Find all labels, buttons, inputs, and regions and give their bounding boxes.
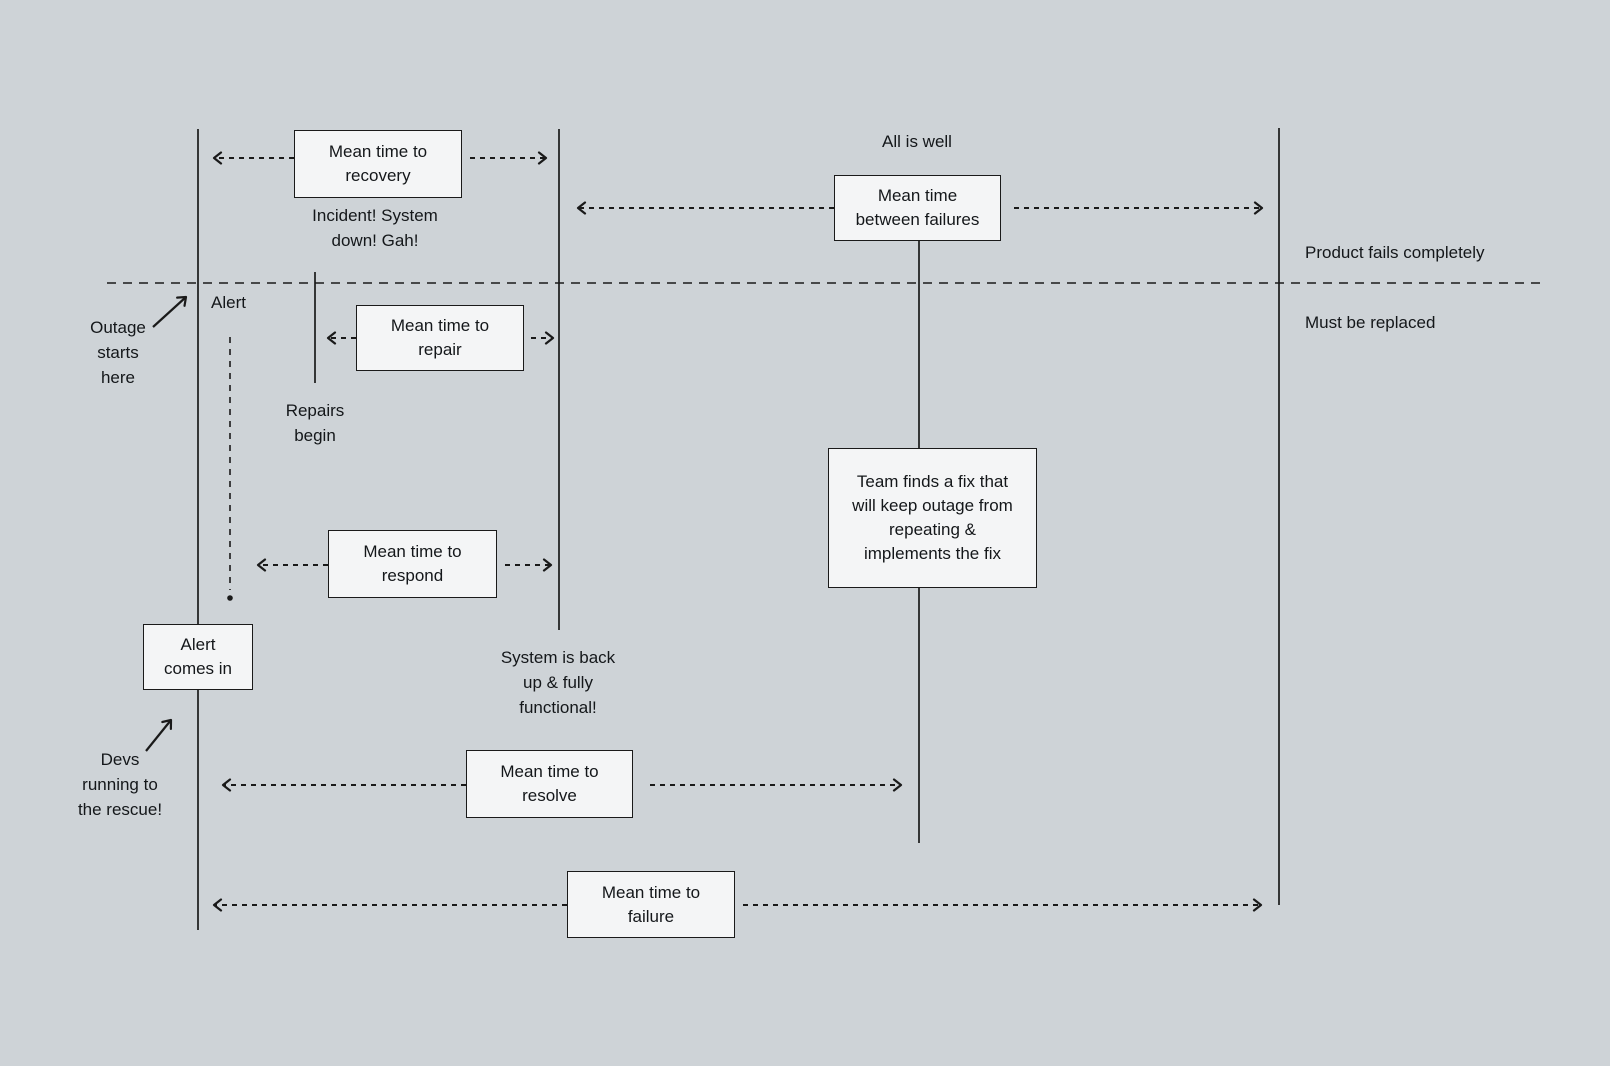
- devs-rescue-label: Devs running to the rescue!: [77, 750, 163, 819]
- outage-pointer-arrow: [152, 295, 188, 328]
- mean-time-to-failure-label: Mean time to failure: [601, 882, 701, 926]
- alert-comes-in-box: Alert comes in: [143, 624, 253, 690]
- repairs-begin-label: Repairs begin: [285, 401, 345, 445]
- system-back-up-label: System is back up & fully functional!: [500, 648, 616, 717]
- mean-time-to-failure-box: Mean time to failure: [567, 871, 735, 938]
- alert-comes-in-label: Alert comes in: [163, 635, 233, 678]
- mean-time-to-respond-box: Mean time to respond: [328, 530, 497, 598]
- alert-label: Alert: [211, 293, 246, 312]
- devs-pointer-arrow: [145, 718, 173, 752]
- mean-time-to-recovery-label: Mean time to recovery: [328, 142, 428, 185]
- must-be-replaced-label: Must be replaced: [1305, 313, 1436, 332]
- team-fix-label: Team finds a fix that will keep outage f…: [852, 472, 1013, 563]
- team-fix-box: Team finds a fix that will keep outage f…: [828, 448, 1037, 588]
- incident-label: Incident! System down! Gah!: [312, 206, 438, 250]
- alert-endpoint-dot: [227, 595, 233, 601]
- mean-time-to-repair-box: Mean time to repair: [356, 305, 524, 371]
- mean-time-to-resolve-box: Mean time to resolve: [466, 750, 633, 818]
- mean-time-to-respond-label: Mean time to respond: [363, 542, 462, 585]
- mean-time-to-resolve-label: Mean time to resolve: [500, 762, 599, 805]
- product-fails-label: Product fails completely: [1305, 243, 1485, 262]
- mean-time-between-failures-box: Mean time between failures: [834, 175, 1001, 241]
- mean-time-to-recovery-box: Mean time to recovery: [294, 130, 462, 198]
- outage-starts-here-label: Outage starts here: [90, 318, 146, 387]
- mean-time-between-failures-label: Mean time between failures: [855, 186, 980, 229]
- mean-time-to-repair-label: Mean time to repair: [390, 316, 490, 359]
- all-is-well-label: All is well: [882, 132, 952, 151]
